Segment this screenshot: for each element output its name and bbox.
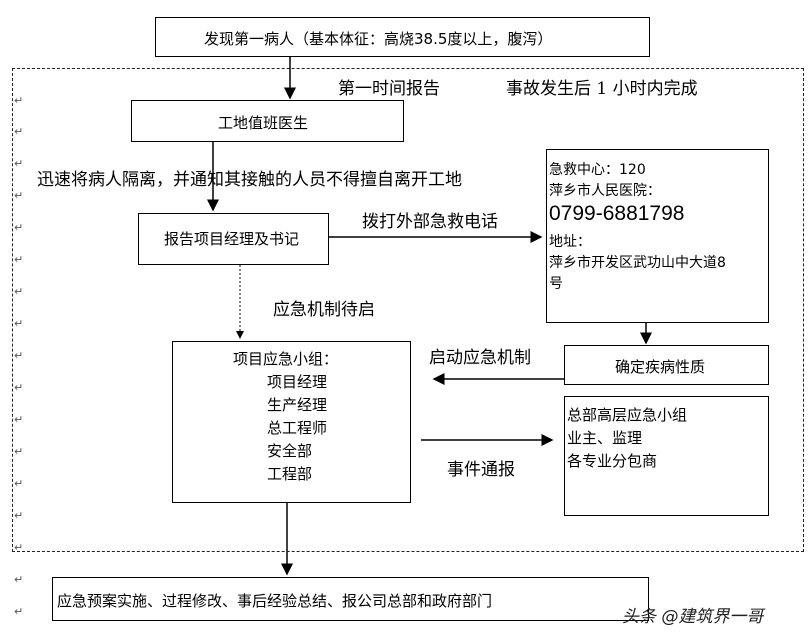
- call-label: 拨打外部急救电话: [362, 212, 498, 232]
- notify-label: 事件通报: [447, 460, 515, 480]
- hospital-name-line: 萍乡市人民医院：: [549, 183, 661, 199]
- address-line: 萍乡市开发区武功山中大道8: [549, 255, 726, 271]
- final-actions-text: 应急预案实施、过程修改、事后经验总结、报公司总部和政府部门: [57, 592, 493, 610]
- emergency-center-line: 急救中心：120: [549, 162, 646, 178]
- owner-supervisor-line: 业主、监理: [567, 429, 643, 447]
- group-member: 工程部: [267, 465, 313, 483]
- discover-patient-box: 发现第一病人（基本体征：高烧38.5度以上，腹泻）: [155, 17, 650, 57]
- isolate-label: 迅速将病人隔离，并通知其接触的人员不得擅自离开工地: [37, 170, 462, 190]
- group-member: 总工程师: [267, 419, 328, 437]
- address-line-end: 号: [549, 276, 563, 292]
- start-mechanism-label: 启动应急机制: [429, 348, 531, 368]
- group-title: 项目应急小组：: [233, 350, 339, 368]
- group-member: 生产经理: [267, 396, 328, 414]
- hq-group-box: 总部高层应急小组 业主、监理 各专业分包商: [564, 396, 769, 516]
- discover-patient-text: 发现第一病人（基本体征：高烧38.5度以上，腹泻）: [204, 30, 553, 48]
- duty-doctor-text: 工地值班医生: [218, 114, 309, 132]
- emergency-contact-box: 急救中心：120 萍乡市人民医院： 0799-6881798 地址： 萍乡市开发…: [546, 149, 769, 323]
- duty-doctor-box: 工地值班医生: [131, 100, 404, 142]
- group-member: 项目经理: [267, 373, 328, 391]
- hospital-phone: 0799-6881798: [549, 202, 685, 225]
- report-manager-box: 报告项目经理及书记: [138, 213, 329, 265]
- standby-label: 应急机制待启: [273, 300, 375, 320]
- final-actions-box: 应急预案实施、过程修改、事后经验总结、报公司总部和政府部门: [52, 577, 649, 621]
- confirm-disease-text: 确定疾病性质: [615, 358, 706, 376]
- address-label-line: 地址：: [549, 234, 591, 250]
- watermark: 头条 @建筑界一哥: [622, 607, 764, 627]
- emergency-region: [12, 68, 804, 552]
- first-report-label: 第一时间报告: [338, 79, 440, 99]
- group-member: 安全部: [267, 442, 313, 460]
- report-manager-text: 报告项目经理及书记: [164, 230, 300, 248]
- within-hour-label: 事故发生后 1 小时内完成: [506, 79, 698, 99]
- project-group-box: 项目应急小组： 项目经理 生产经理 总工程师 安全部 工程部: [172, 341, 411, 503]
- hq-line: 总部高层应急小组: [567, 406, 688, 424]
- confirm-disease-box: 确定疾病性质: [564, 345, 769, 385]
- subcontractor-line: 各专业分包商: [567, 452, 658, 470]
